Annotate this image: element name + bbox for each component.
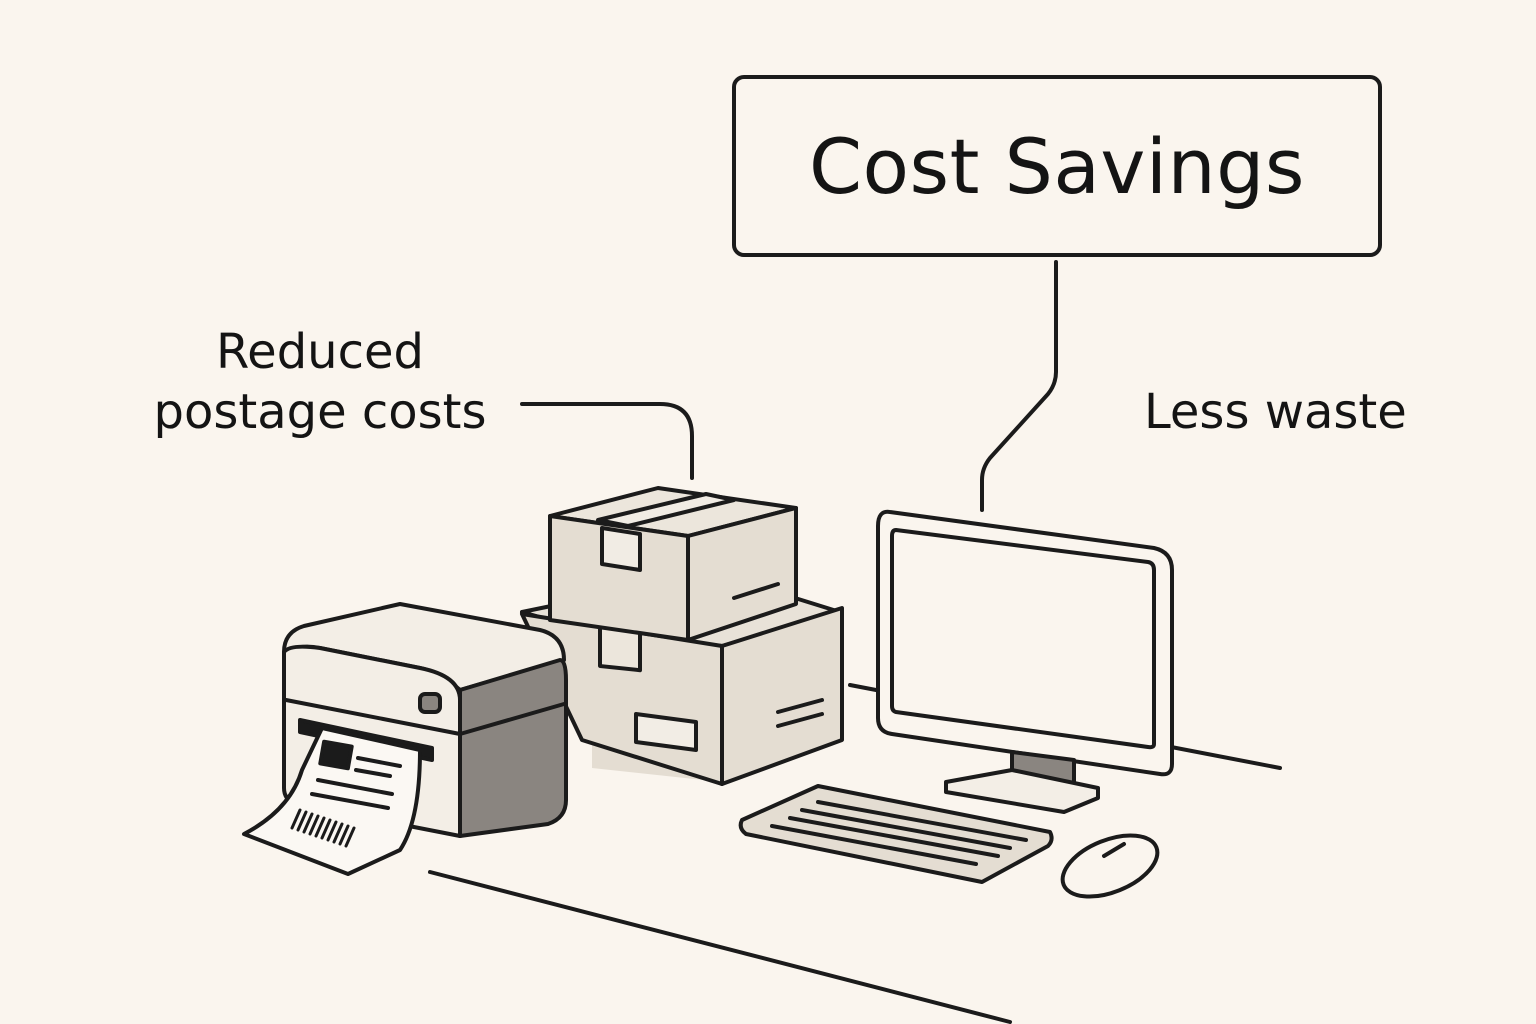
- shipping-box-icon-top: [548, 486, 798, 642]
- connector-title-to-monitor: [980, 260, 1058, 512]
- page-title: Cost Savings: [808, 121, 1306, 211]
- monitor-icon: [876, 509, 1174, 814]
- postage-label-line-2: postage costs: [153, 384, 487, 440]
- keyboard-icon: [738, 784, 1054, 884]
- mouse-icon: [1060, 833, 1160, 899]
- postage-label-line-1: Reduced: [215, 324, 424, 380]
- connector-postage-to-box: [520, 402, 694, 480]
- reduced-postage-costs-label: Reduced postage costs: [140, 322, 500, 442]
- desk-edge-line: [428, 870, 1012, 1024]
- cost-savings-title-box: Cost Savings: [732, 75, 1382, 257]
- less-waste-label: Less waste: [1144, 384, 1407, 440]
- shipping-label-icon: [242, 726, 422, 876]
